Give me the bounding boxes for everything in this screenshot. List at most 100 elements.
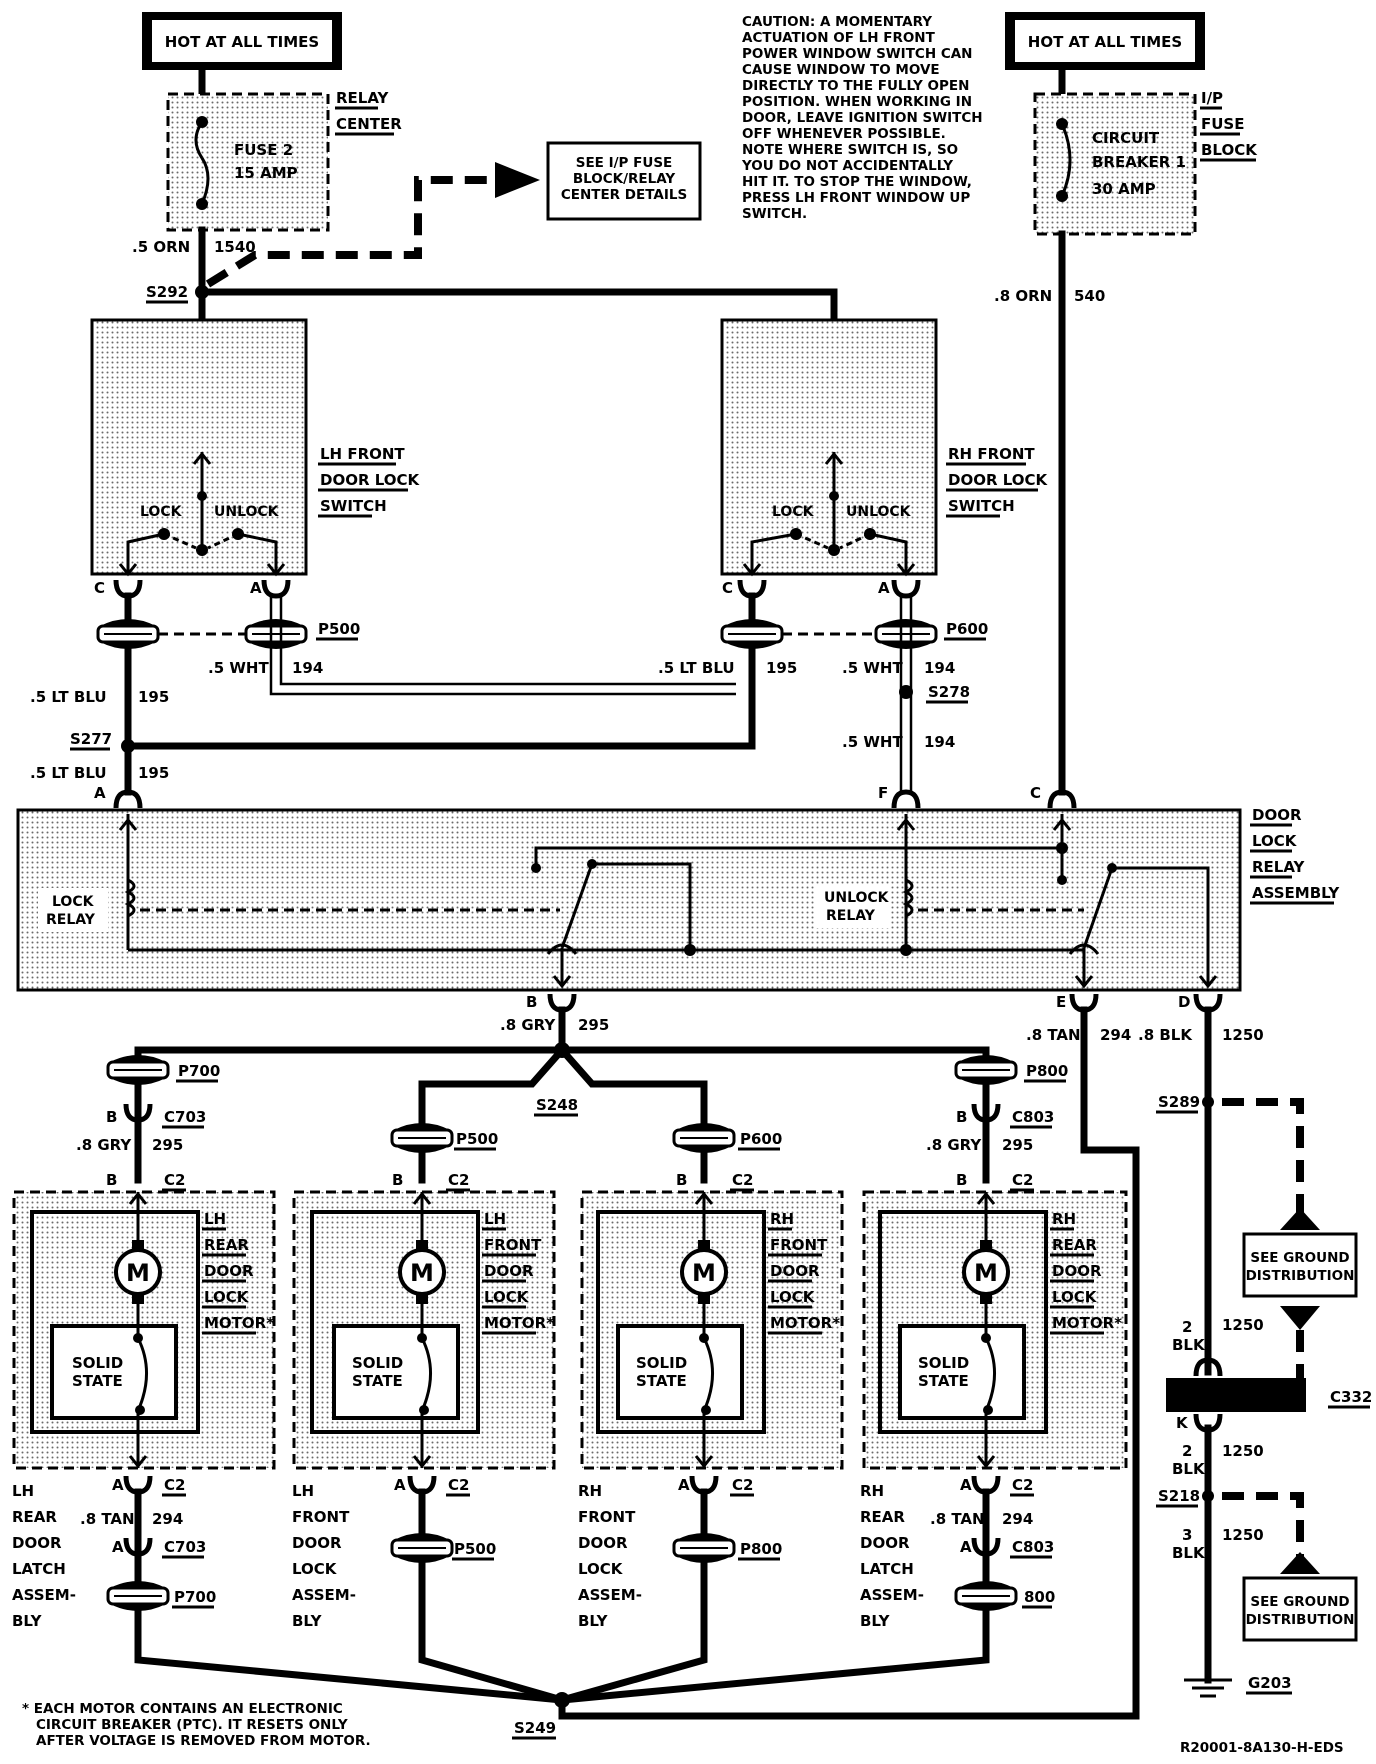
svg-text:ACTUATION OF LH FRONT: ACTUATION OF LH FRONT [742, 30, 936, 46]
svg-text:.8 GRY: .8 GRY [500, 1016, 556, 1034]
door-lock-relay-assembly: DOOR LOCK RELAY ASSEMBLY LOCK RELAY UNLO… [16, 806, 1340, 992]
svg-text:STATE: STATE [72, 1372, 123, 1390]
svg-text:A: A [678, 1476, 690, 1494]
svg-text:SOLID: SOLID [918, 1354, 969, 1372]
svg-text:SEE I/P FUSE: SEE I/P FUSE [576, 155, 673, 171]
svg-text:ASSEM-: ASSEM- [292, 1586, 356, 1604]
fuse-block-circuit-breaker: CIRCUIT BREAKER 1 30 AMP I/P FUSE BLOCK [1033, 66, 1258, 236]
svg-text:STATE: STATE [352, 1372, 403, 1390]
svg-text:SEE GROUND: SEE GROUND [1250, 1594, 1349, 1610]
svg-text:STATE: STATE [918, 1372, 969, 1390]
svg-text:295: 295 [1002, 1136, 1033, 1154]
svg-text:RH: RH [1052, 1210, 1076, 1228]
svg-text:BLY: BLY [292, 1612, 323, 1630]
svg-text:LATCH: LATCH [860, 1560, 914, 1578]
svg-text:CAUSE WINDOW TO MOVE: CAUSE WINDOW TO MOVE [742, 62, 940, 78]
svg-text:A: A [960, 1476, 972, 1494]
svg-text:BLK: BLK [1172, 1460, 1206, 1478]
svg-text:LOCK: LOCK [770, 1288, 816, 1306]
svg-text:195: 195 [766, 659, 797, 677]
svg-text:194: 194 [924, 659, 955, 677]
svg-text:294: 294 [1002, 1510, 1033, 1528]
svg-text:DOOR: DOOR [484, 1262, 534, 1280]
svg-text:HIT IT. TO STOP THE WINDOW,: HIT IT. TO STOP THE WINDOW, [742, 174, 972, 190]
svg-text:LOCK: LOCK [484, 1288, 530, 1306]
svg-text:REAR: REAR [860, 1508, 905, 1526]
svg-text:800: 800 [1024, 1588, 1055, 1606]
svg-text:I/P: I/P [1201, 89, 1223, 107]
svg-text:BLK: BLK [1172, 1544, 1206, 1562]
svg-text:295: 295 [578, 1016, 609, 1034]
svg-text:S278: S278 [928, 683, 970, 701]
svg-text:FRONT: FRONT [770, 1236, 828, 1254]
svg-text:.5 WHT: .5 WHT [842, 733, 903, 751]
svg-text:C803: C803 [1012, 1538, 1054, 1556]
svg-text:UNLOCK: UNLOCK [846, 504, 912, 520]
svg-text:1250: 1250 [1222, 1026, 1264, 1044]
svg-text:RELAY: RELAY [826, 908, 876, 924]
svg-text:1540: 1540 [214, 238, 256, 256]
svg-text:A: A [112, 1538, 124, 1556]
svg-text:P500: P500 [456, 1130, 498, 1148]
svg-text:P800: P800 [1026, 1062, 1068, 1080]
svg-text:P500: P500 [318, 620, 360, 638]
arrow-icon [495, 162, 540, 198]
svg-text:C: C [1030, 784, 1041, 802]
svg-text:C2: C2 [732, 1171, 753, 1189]
svg-text:DOOR: DOOR [292, 1534, 342, 1552]
svg-text:LH: LH [292, 1482, 314, 1500]
svg-text:BLOCK: BLOCK [1201, 141, 1258, 159]
svg-text:LOCK: LOCK [52, 894, 95, 910]
svg-text:LOCK: LOCK [578, 1560, 624, 1578]
ground-icon [1184, 1678, 1232, 1698]
svg-text:S249: S249 [514, 1719, 556, 1737]
see-fuse-block-details-box: SEE I/P FUSE BLOCK/RELAY CENTER DETAILS [205, 141, 702, 288]
svg-text:FRONT: FRONT [484, 1236, 542, 1254]
svg-text:C2: C2 [164, 1476, 185, 1494]
svg-text:B: B [526, 993, 537, 1011]
svg-text:1250: 1250 [1222, 1442, 1264, 1460]
svg-text:STATE: STATE [636, 1372, 687, 1390]
svg-text:LH FRONT: LH FRONT [320, 445, 405, 463]
see-ground-distribution-2: SEE GROUND DISTRIBUTION [1242, 1576, 1358, 1642]
svg-text:ASSEM-: ASSEM- [12, 1586, 76, 1604]
svg-text:A: A [94, 784, 106, 802]
svg-text:30 AMP: 30 AMP [1092, 180, 1156, 198]
svg-text:B: B [392, 1171, 403, 1189]
svg-text:P700: P700 [174, 1588, 216, 1606]
svg-text:LOCK: LOCK [1252, 832, 1298, 850]
drawing-id: R20001-8A130-H-EDS [1180, 1740, 1344, 1756]
svg-text:MOTOR*: MOTOR* [770, 1314, 840, 1332]
splice-s289 [1202, 1096, 1214, 1108]
svg-text:2: 2 [1182, 1442, 1192, 1460]
svg-text:CAUTION: A MOMENTARY: CAUTION: A MOMENTARY [742, 14, 932, 30]
relay-center-label: RELAY [336, 89, 390, 107]
svg-text:E: E [1056, 993, 1066, 1011]
svg-text:B: B [106, 1171, 117, 1189]
see-ground-distribution-1: SEE GROUND DISTRIBUTION [1242, 1232, 1358, 1298]
svg-text:FUSE: FUSE [1201, 115, 1244, 133]
lh-front-door-lock-motor: M SOLID STATE LH FRONT DOOR LOCK MOTOR* [292, 1190, 556, 1470]
svg-text:UNLOCK: UNLOCK [214, 504, 280, 520]
svg-text:B: B [956, 1171, 967, 1189]
svg-text:P600: P600 [946, 620, 988, 638]
svg-text:S218: S218 [1158, 1487, 1200, 1505]
svg-text:K: K [1176, 1414, 1189, 1432]
svg-text:SEE GROUND: SEE GROUND [1250, 1250, 1349, 1266]
svg-text:A: A [112, 1476, 124, 1494]
svg-text:D: D [1178, 993, 1190, 1011]
svg-text:POWER WINDOW SWITCH CAN: POWER WINDOW SWITCH CAN [742, 46, 972, 62]
svg-text:BLY: BLY [578, 1612, 609, 1630]
svg-text:1250: 1250 [1222, 1526, 1264, 1544]
svg-text:DOOR: DOOR [12, 1534, 62, 1552]
svg-text:A: A [960, 1538, 972, 1556]
svg-text:LH: LH [12, 1482, 34, 1500]
svg-text:FRONT: FRONT [578, 1508, 636, 1526]
svg-text:A: A [878, 579, 890, 597]
svg-text:.5 LT BLU: .5 LT BLU [30, 764, 107, 782]
svg-text:C332: C332 [1330, 1388, 1372, 1406]
svg-text:RELAY: RELAY [1252, 858, 1306, 876]
svg-text:RH: RH [578, 1482, 602, 1500]
hot-label-right: HOT AT ALL TIMES [1028, 33, 1182, 51]
